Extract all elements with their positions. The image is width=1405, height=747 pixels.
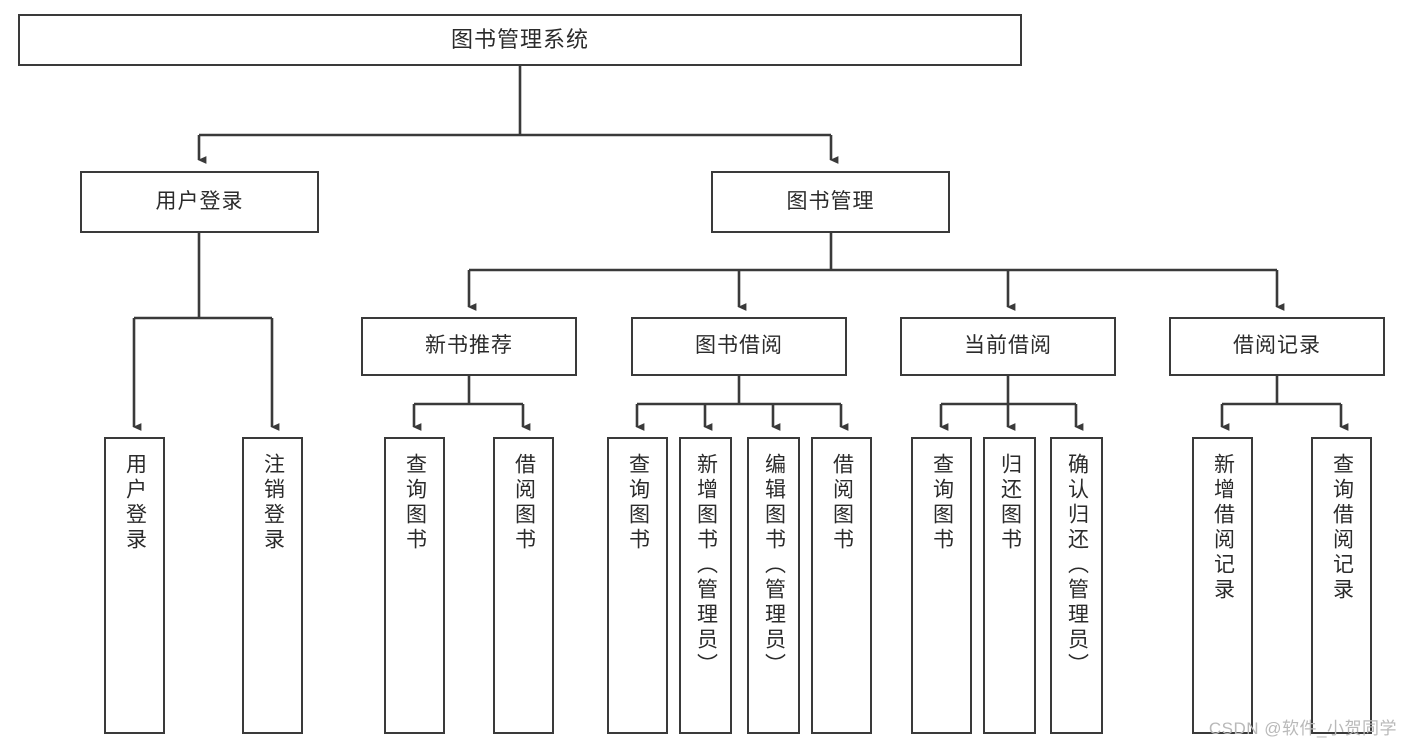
watermark: CSDN @软件_小贺同学 — [1208, 719, 1397, 738]
leaf-current-confirm-return-admin[interactable]: 确认归还（管理员） — [1050, 437, 1103, 734]
node-label: 归还图书 — [998, 453, 1022, 553]
leaf-new-book-query[interactable]: 查询图书 — [384, 437, 445, 734]
node-book-management[interactable]: 图书管理 — [711, 171, 950, 233]
node-label: 确认归还（管理员） — [1065, 453, 1089, 678]
leaf-record-query[interactable]: 查询借阅记录 — [1311, 437, 1372, 734]
leaf-borrow-query-book[interactable]: 查询图书 — [607, 437, 668, 734]
node-label: 图书管理 — [786, 189, 875, 213]
node-borrow-record[interactable]: 借阅记录 — [1169, 317, 1385, 376]
node-label: 查询图书 — [930, 453, 954, 553]
node-current-borrow[interactable]: 当前借阅 — [900, 317, 1116, 376]
node-label: 查询图书 — [626, 453, 650, 553]
leaf-logout[interactable]: 注销登录 — [242, 437, 303, 734]
node-new-book-recommend[interactable]: 新书推荐 — [361, 317, 577, 376]
leaf-borrow-add-book-admin[interactable]: 新增图书（管理员） — [679, 437, 732, 734]
node-root-system[interactable]: 图书管理系统 — [18, 14, 1022, 66]
node-label: 编辑图书（管理员） — [762, 453, 786, 678]
node-label: 新书推荐 — [425, 334, 513, 358]
node-user-login[interactable]: 用户登录 — [80, 171, 319, 233]
node-label: 图书管理系统 — [450, 27, 589, 53]
node-label: 当前借阅 — [964, 334, 1052, 358]
leaf-record-add[interactable]: 新增借阅记录 — [1192, 437, 1253, 734]
node-label: 借阅记录 — [1233, 334, 1321, 358]
node-label: 注销登录 — [261, 453, 285, 553]
node-label: 新增借阅记录 — [1211, 453, 1235, 603]
leaf-current-return-book[interactable]: 归还图书 — [983, 437, 1036, 734]
leaf-borrow-borrow-book[interactable]: 借阅图书 — [811, 437, 872, 734]
node-label: 新增图书（管理员） — [694, 453, 718, 678]
node-label: 借阅图书 — [512, 453, 536, 553]
leaf-borrow-edit-book-admin[interactable]: 编辑图书（管理员） — [747, 437, 800, 734]
node-label: 查询借阅记录 — [1330, 453, 1354, 603]
leaf-user-login[interactable]: 用户登录 — [104, 437, 165, 734]
node-label: 用户登录 — [123, 453, 147, 553]
node-label: 图书借阅 — [695, 334, 783, 358]
node-label: 查询图书 — [403, 453, 427, 553]
leaf-current-query-book[interactable]: 查询图书 — [911, 437, 972, 734]
node-label: 借阅图书 — [830, 453, 854, 553]
node-book-borrow[interactable]: 图书借阅 — [631, 317, 847, 376]
leaf-new-book-borrow[interactable]: 借阅图书 — [493, 437, 554, 734]
node-label: 用户登录 — [155, 189, 244, 213]
